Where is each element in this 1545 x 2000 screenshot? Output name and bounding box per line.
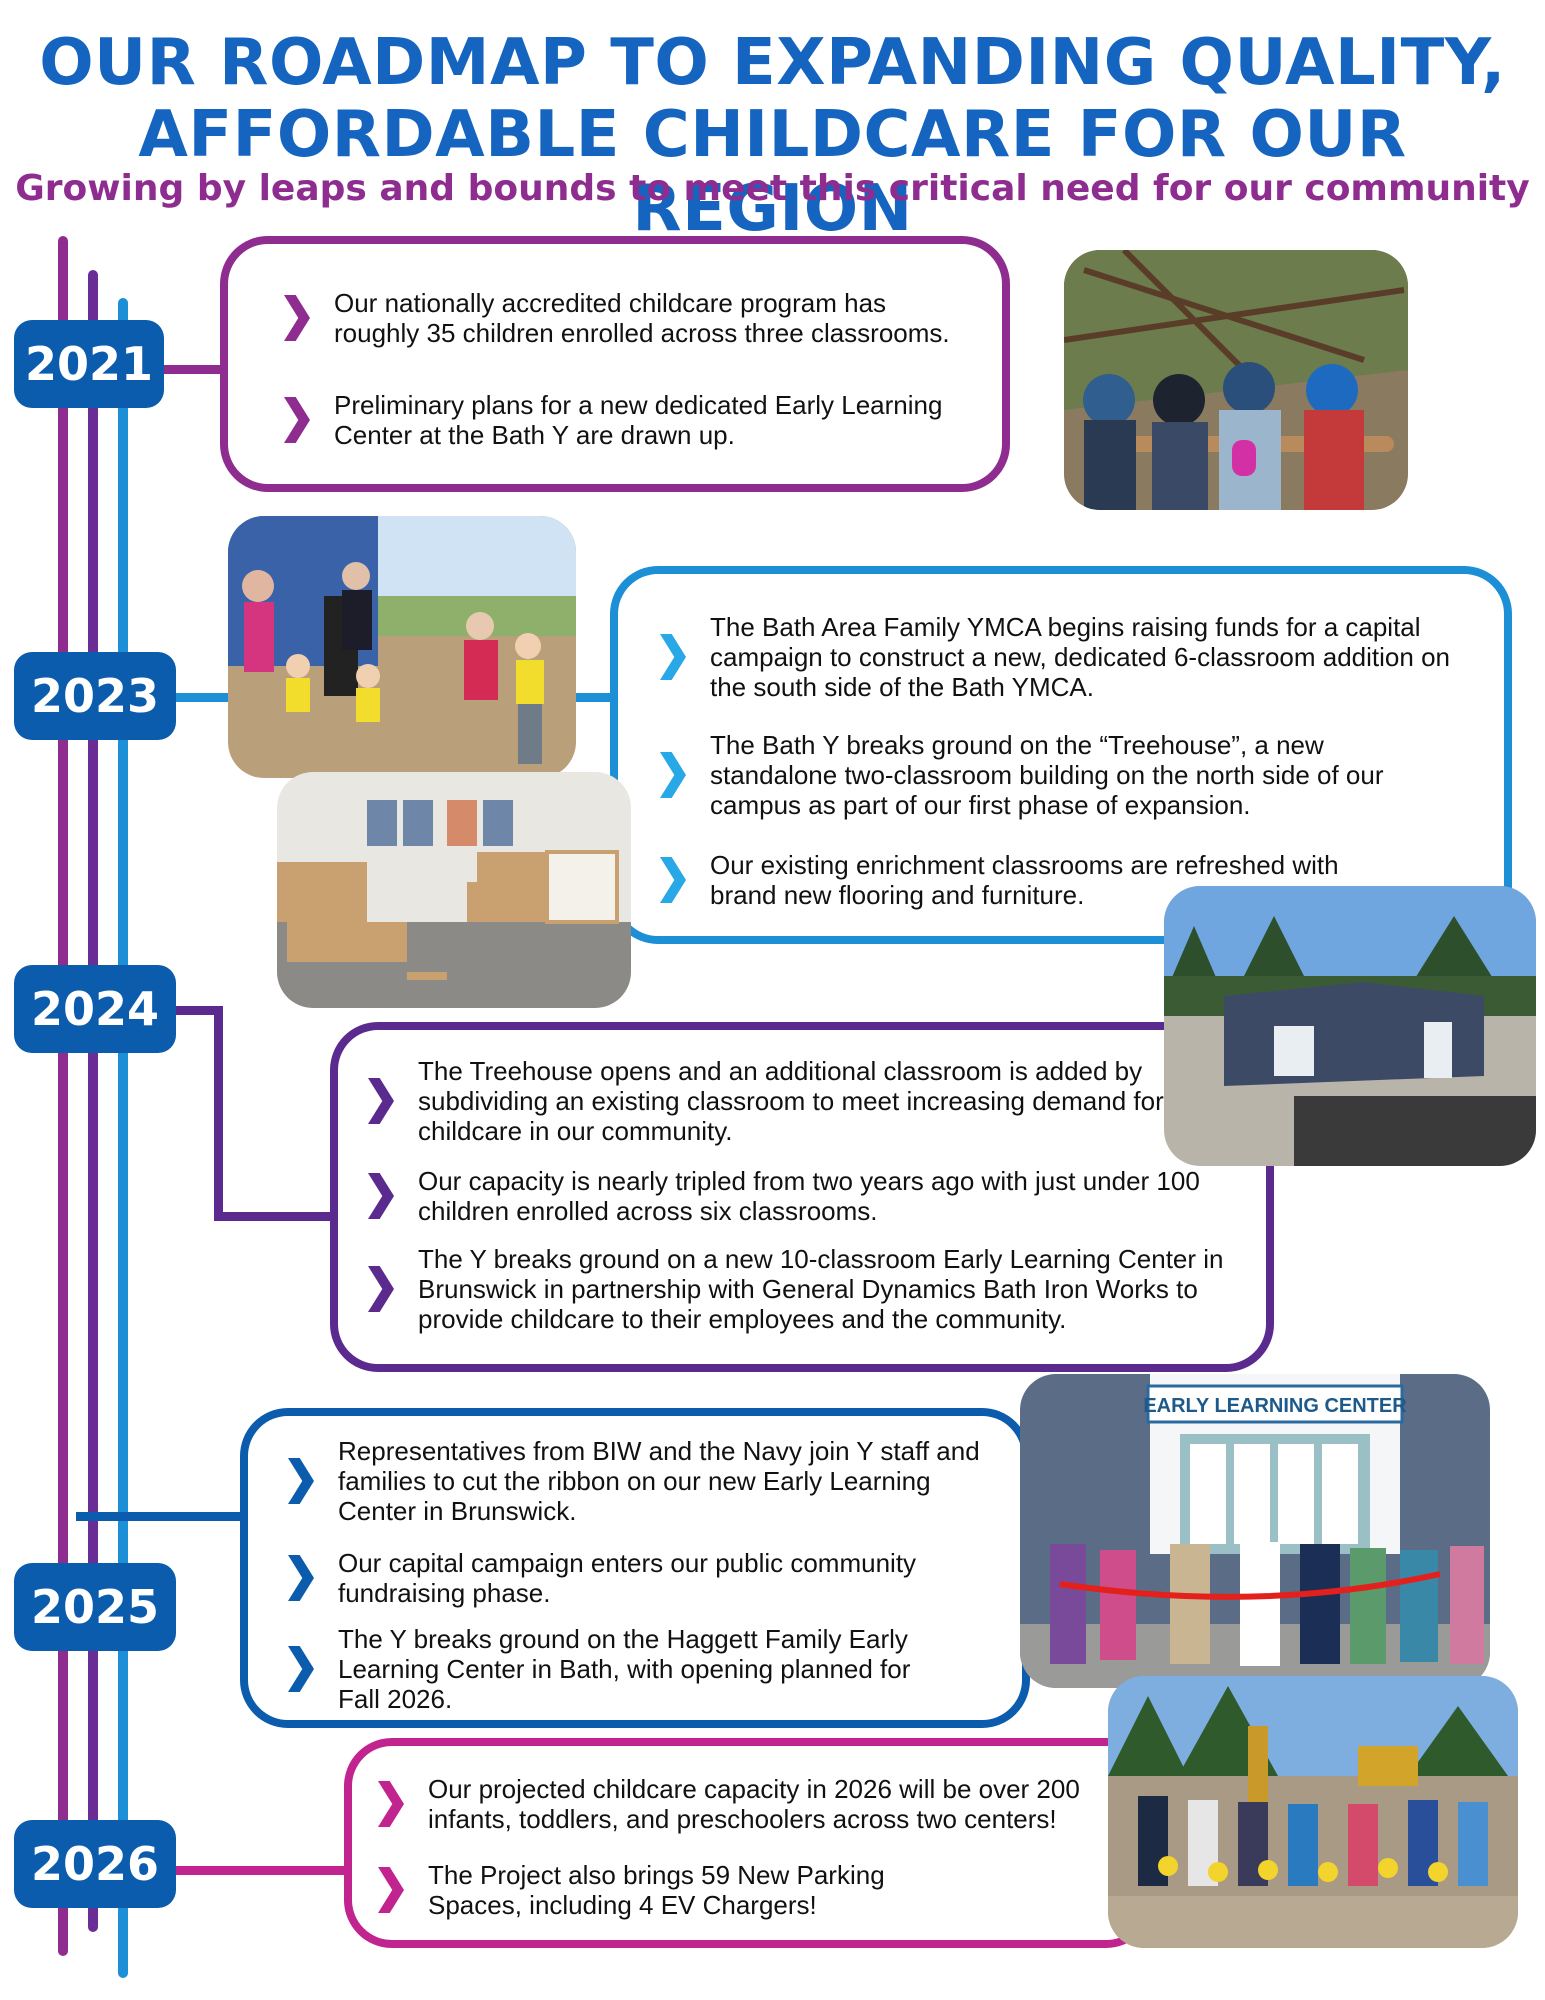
chevron-icon	[288, 1646, 314, 1692]
card-2023: The Bath Area Family YMCA begins raising…	[610, 566, 1512, 944]
year-badge-2025: 2025	[14, 1563, 176, 1651]
bullet-text: Preliminary plans for a new dedicated Ea…	[334, 390, 943, 450]
bullet-text: The Y breaks ground on the Haggett Famil…	[338, 1624, 911, 1714]
photo-classroom	[277, 772, 631, 1008]
card-2024: The Treehouse opens and an additional cl…	[330, 1022, 1274, 1372]
bullet-2026-2: The Project also brings 59 New Parking S…	[378, 1860, 978, 1920]
timeline-line-sky	[118, 298, 128, 1978]
connector-2025	[76, 1512, 246, 1521]
year-badge-2024: 2024	[14, 965, 176, 1053]
bullet-text: The Bath Area Family YMCA begins raising…	[710, 612, 1450, 702]
page-title-line-1: OUR ROADMAP TO EXPANDING QUALITY,	[39, 26, 1506, 100]
bullet-2025-3: The Y breaks ground on the Haggett Famil…	[288, 1624, 928, 1714]
connector-2026	[160, 1866, 350, 1875]
bullet-2025-1: Representatives from BIW and the Navy jo…	[288, 1436, 1008, 1526]
photo-groundbreaking-2023	[228, 516, 576, 778]
timeline-line-purple	[58, 236, 68, 1956]
card-2026: Our projected childcare capacity in 2026…	[344, 1738, 1154, 1948]
bullet-2023-2: The Bath Y breaks ground on the “Treehou…	[660, 730, 1450, 820]
card-2025: Representatives from BIW and the Navy jo…	[240, 1408, 1030, 1728]
chevron-icon	[284, 397, 310, 443]
bullet-text: The Bath Y breaks ground on the “Treehou…	[710, 730, 1384, 820]
bullet-2023-3: Our existing enrichment classrooms are r…	[660, 850, 1340, 910]
bullet-2024-1: The Treehouse opens and an additional cl…	[368, 1056, 1228, 1146]
chevron-icon	[368, 1173, 394, 1219]
bullet-text: The Project also brings 59 New Parking S…	[428, 1860, 885, 1920]
photo-groundbreaking-2026	[1108, 1676, 1518, 1948]
chevron-icon	[288, 1555, 314, 1601]
connector-2024-a	[160, 1006, 222, 1015]
photo-kids-outdoors	[1064, 250, 1408, 510]
bullet-2024-2: Our capacity is nearly tripled from two …	[368, 1166, 1228, 1226]
chevron-icon	[284, 295, 310, 341]
page-subtitle: Growing by leaps and bounds to meet this…	[15, 168, 1530, 209]
elc-sign: EARLY LEARNING CENTER	[1143, 1395, 1407, 1417]
bullet-text: The Treehouse opens and an additional cl…	[418, 1056, 1164, 1146]
bullet-text: Our projected childcare capacity in 2026…	[428, 1774, 1080, 1834]
bullet-2025-2: Our capital campaign enters our public c…	[288, 1548, 1008, 1608]
bullet-2024-3: The Y breaks ground on a new 10-classroo…	[368, 1244, 1228, 1334]
chevron-icon	[378, 1781, 404, 1827]
chevron-icon	[288, 1458, 314, 1504]
connector-2024-c	[214, 1212, 334, 1221]
card-2021: Our nationally accredited childcare prog…	[220, 236, 1010, 492]
photo-treehouse-building	[1164, 886, 1536, 1166]
year-badge-2021: 2021	[14, 320, 164, 408]
chevron-icon	[660, 752, 686, 798]
bullet-text: Our capacity is nearly tripled from two …	[418, 1166, 1200, 1226]
bullet-2021-2: Preliminary plans for a new dedicated Ea…	[284, 390, 974, 450]
bullet-text: Our capital campaign enters our public c…	[338, 1548, 917, 1608]
bullet-text: The Y breaks ground on a new 10-classroo…	[418, 1244, 1224, 1334]
page-title-line-2: AFFORDABLE CHILDCARE FOR OUR REGION	[138, 98, 1407, 246]
chevron-icon	[660, 634, 686, 680]
timeline-line-violet	[88, 270, 98, 1932]
chevron-icon	[368, 1078, 394, 1124]
year-badge-2023: 2023	[14, 652, 176, 740]
year-badge-2026: 2026	[14, 1820, 176, 1908]
photo-ribbon-cutting: EARLY LEARNING CENTER	[1020, 1374, 1490, 1688]
chevron-icon	[368, 1266, 394, 1312]
connector-2024-b	[214, 1006, 223, 1220]
chevron-icon	[660, 857, 686, 903]
bullet-2023-1: The Bath Area Family YMCA begins raising…	[660, 612, 1450, 702]
chevron-icon	[378, 1867, 404, 1913]
bullet-2026-1: Our projected childcare capacity in 2026…	[378, 1774, 1098, 1834]
bullet-2021-1: Our nationally accredited childcare prog…	[284, 288, 974, 348]
connector-2021	[160, 365, 230, 374]
bullet-text: Our nationally accredited childcare prog…	[334, 288, 950, 348]
bullet-text: Representatives from BIW and the Navy jo…	[338, 1436, 980, 1526]
bullet-text: Our existing enrichment classrooms are r…	[710, 850, 1339, 910]
